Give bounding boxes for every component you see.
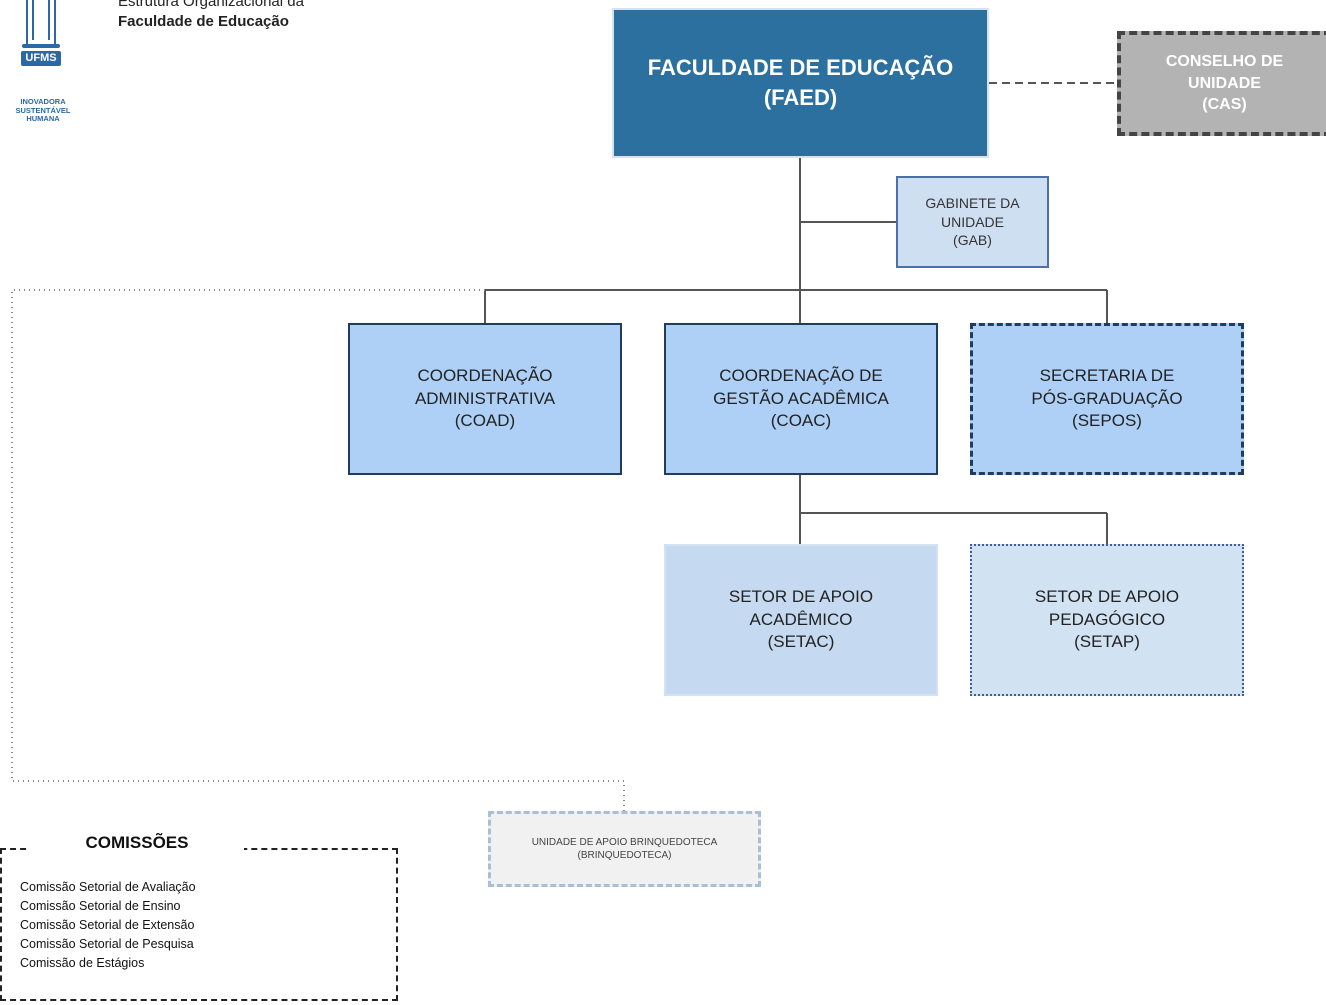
page-subtitle: Estrutura Organizacional da Faculdade de…	[118, 0, 304, 30]
comissao-item: Comissão Setorial de Pesquisa	[20, 937, 194, 951]
comissao-item: Comissão de Estágios	[20, 956, 145, 970]
node-coad: COORDENAÇÃO ADMINISTRATIVA (COAD)	[348, 323, 622, 475]
comissao-item: Comissão Setorial de Extensão	[20, 918, 195, 932]
node-setap: SETOR DE APOIO PEDAGÓGICO (SETAP)	[970, 544, 1244, 696]
node-gab: GABINETE DA UNIDADE (GAB)	[896, 176, 1049, 268]
logo-base-icon	[22, 44, 60, 48]
logo-column-icon	[26, 0, 56, 46]
node-setac: SETOR DE APOIO ACADÊMICO (SETAC)	[664, 544, 938, 696]
comissao-item: Comissão Setorial de Ensino	[20, 899, 181, 913]
logo-inner-column-icon	[32, 0, 50, 40]
connector-brinquedoteca-dotted	[11, 289, 625, 811]
node-brinquedoteca: UNIDADE DE APOIO BRINQUEDOTECA (BRINQUED…	[488, 811, 761, 887]
logo-ufms: UFMS	[21, 51, 61, 66]
comissoes-title: COMISSÕES	[30, 831, 244, 855]
node-coac: COORDENAÇÃO DE GESTÃO ACADÊMICA (COAC)	[664, 323, 938, 475]
node-sepos: SECRETARIA DE PÓS-GRADUAÇÃO (SEPOS)	[970, 323, 1244, 475]
comissoes-list: Comissão Setorial de Avaliação Comissão …	[20, 878, 196, 973]
logo-tagline: INOVADORA SUSTENTÁVEL HUMANA	[15, 97, 71, 123]
node-faed: FACULDADE DE EDUCAÇÃO (FAED)	[612, 8, 989, 158]
comissao-item: Comissão Setorial de Avaliação	[20, 880, 196, 894]
node-cas: CONSELHO DE UNIDADE (CAS)	[1117, 31, 1326, 136]
